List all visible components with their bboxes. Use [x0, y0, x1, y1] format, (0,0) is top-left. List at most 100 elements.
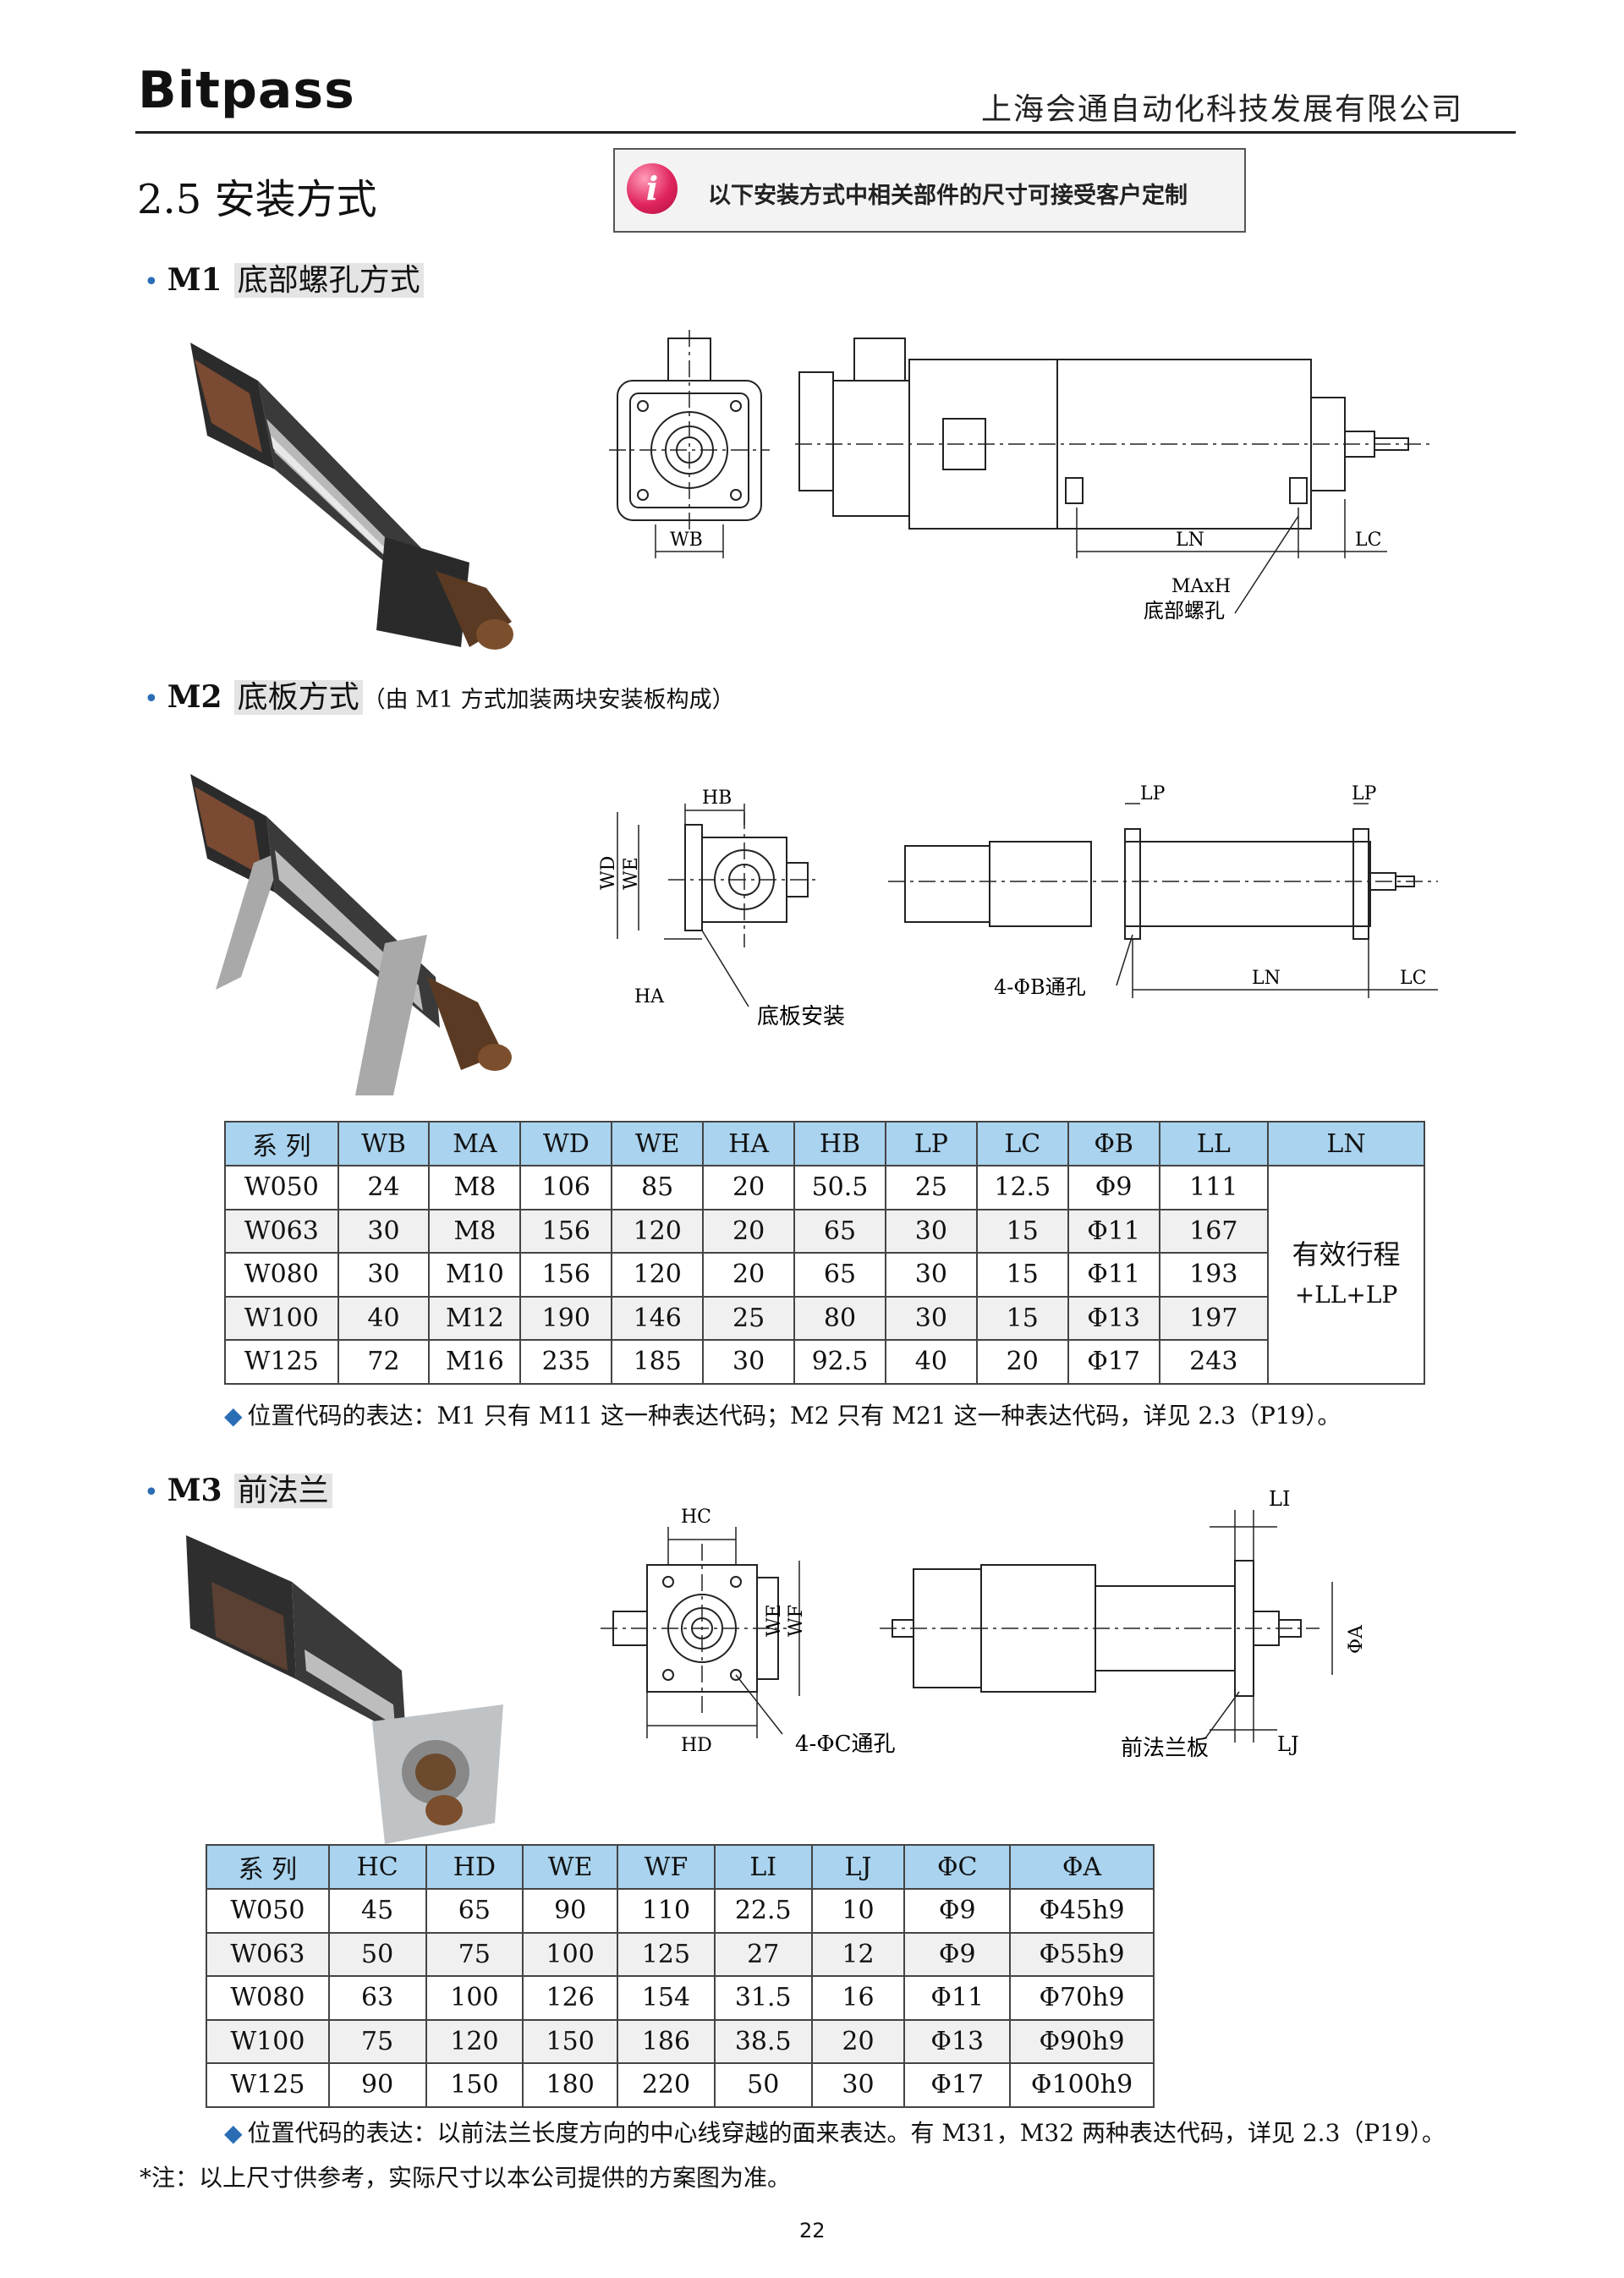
table-header-row: 系 列 HC HD WE WF LI LJ ΦC ΦA [206, 1844, 1155, 1890]
table-cell: 120 [611, 1208, 705, 1254]
table-header-cell: MA [428, 1121, 522, 1166]
m3-label-wf: WF [786, 1605, 807, 1637]
table-cell: Φ13 [903, 2018, 1012, 2064]
table-cell: 20 [702, 1208, 796, 1254]
m2-label-plate: 底板安装 [757, 1004, 845, 1029]
table-header-cell: 系 列 [206, 1844, 330, 1890]
m3-label-phia: ΦA [1346, 1624, 1367, 1654]
m3-label-hd: HD [681, 1735, 712, 1756]
table-cell: Φ11 [1067, 1252, 1160, 1298]
footnote: *注：以上尺寸供参考，实际尺寸以本公司提供的方案图为准。 [140, 2164, 792, 2192]
table-cell: 156 [519, 1252, 613, 1298]
table-cell: W080 [224, 1252, 339, 1298]
table-cell: 38.5 [713, 2018, 813, 2064]
table-cell: W100 [206, 2018, 330, 2064]
table-cell: W080 [206, 1975, 330, 2021]
table-cell: 100 [425, 1975, 524, 2021]
m2-name: 底板方式 [233, 680, 363, 715]
m2-label-hole: 4-ΦB通孔 [994, 975, 1086, 999]
table-cell: 72 [337, 1339, 431, 1385]
m1-label-maxh: MAxH [1171, 576, 1231, 597]
table-header-cell: WB [337, 1121, 431, 1166]
table-cell: Φ90h9 [1009, 2018, 1155, 2064]
table-header-cell: ΦC [903, 1844, 1012, 1890]
table-cell: 27 [713, 1931, 813, 1977]
m2-note: ◆位置代码的表达：M1 只有 M11 这一种表达代码；M2 只有 M21 这一种… [224, 1397, 1341, 1431]
table-cell: 15 [975, 1252, 1069, 1298]
table-cell: Φ11 [1067, 1208, 1160, 1254]
table-cell: 25 [702, 1295, 796, 1341]
table-cell: Φ17 [1067, 1339, 1160, 1385]
m1-drawing: WB LN LC MAxH 底部螺孔 [609, 321, 1455, 634]
table-header-cell: WD [519, 1121, 613, 1166]
m1-code: M1 [167, 262, 222, 298]
m3-label-li: LI [1269, 1487, 1290, 1511]
table-row: W063 30 M8 156 120 20 65 30 15 Φ11 167 [224, 1208, 1424, 1254]
table-cell: 30 [337, 1208, 431, 1254]
table-cell: 197 [1158, 1295, 1270, 1341]
ln-value-line1: 有效行程 [1292, 1238, 1401, 1271]
m3-dimension-table: 系 列 HC HD WE WF LI LJ ΦC ΦA W050 45 65 9… [206, 1844, 1155, 2108]
table-cell: 120 [611, 1252, 705, 1298]
table-header-cell: HB [793, 1121, 886, 1166]
table-cell: Φ55h9 [1009, 1931, 1155, 1977]
table-cell: 92.5 [793, 1339, 886, 1385]
table-row: W050 45 65 90 110 22.5 10 Φ9 Φ45h9 [206, 1888, 1155, 1934]
company-name: 上海会通自动化科技发展有限公司 [981, 92, 1464, 127]
m1-heading: • M1 底部螺孔方式 [144, 255, 424, 299]
table-row: W080 63 100 126 154 31.5 16 Φ11 Φ70h9 [206, 1975, 1155, 2021]
table-cell: 150 [522, 2018, 619, 2064]
table-cell: 24 [337, 1165, 431, 1210]
table-cell: 150 [425, 2062, 524, 2108]
table-cell: 22.5 [713, 1888, 813, 1934]
table-cell: 146 [611, 1295, 705, 1341]
table-cell: 90 [327, 2062, 427, 2108]
table-cell: 167 [1158, 1208, 1270, 1254]
table-header-cell: HD [425, 1844, 524, 1890]
table-cell: 25 [884, 1165, 978, 1210]
table-cell: 190 [519, 1295, 613, 1341]
table-cell: 185 [611, 1339, 705, 1385]
m3-code: M3 [167, 1473, 222, 1508]
table-cell: 10 [810, 1888, 906, 1934]
table-cell: 220 [617, 2062, 716, 2108]
diamond-bullet-icon: ◆ [224, 2119, 243, 2147]
table-cell: 45 [327, 1888, 427, 1934]
table-cell: 65 [793, 1252, 886, 1298]
m2-label-lp1: LP [1140, 783, 1166, 804]
m3-label-lj: LJ [1277, 1732, 1299, 1756]
m2-label-we: WE [621, 857, 642, 890]
m2-label-lp2: LP [1352, 783, 1377, 804]
header-rule [135, 131, 1516, 134]
table-row: W050 24 M8 106 85 20 50.5 25 12.5 Φ9 111… [224, 1165, 1425, 1385]
table-cell: Φ9 [1067, 1165, 1160, 1210]
table-cell: 186 [617, 2018, 716, 2064]
m2-code: M2 [167, 679, 222, 715]
m1-label-lc: LC [1355, 530, 1381, 551]
table-cell: W125 [224, 1339, 339, 1385]
m3-actuator-photo [182, 1531, 512, 1848]
table-cell: 40 [337, 1295, 431, 1341]
diamond-bullet-icon: ◆ [224, 1402, 243, 1430]
table-header-cell: LN [1267, 1121, 1425, 1166]
table-cell: 50 [327, 1931, 427, 1977]
table-header-cell: WE [611, 1121, 705, 1166]
m1-name: 底部螺孔方式 [233, 263, 424, 298]
table-cell: 125 [617, 1931, 716, 1977]
table-cell: 65 [425, 1888, 524, 1934]
m2-label-ha: HA [634, 986, 665, 1007]
table-cell: 30 [884, 1295, 978, 1341]
table-cell: 154 [617, 1975, 716, 2021]
m2-label-hb: HB [702, 788, 732, 809]
table-cell: 15 [975, 1208, 1069, 1254]
bullet-icon: • [144, 267, 159, 297]
table-cell: 120 [425, 2018, 524, 2064]
section-title: 2.5 安装方式 [137, 176, 377, 223]
m2-note-text: 位置代码的表达：M1 只有 M11 这一种表达代码；M2 只有 M21 这一种表… [247, 1402, 1341, 1430]
m3-label-flange: 前法兰板 [1121, 1736, 1209, 1761]
table-cell: 30 [337, 1252, 431, 1298]
brand-logo: Bitpass [138, 61, 355, 120]
table-cell: M10 [428, 1252, 522, 1298]
m1-actuator-photo [182, 334, 520, 668]
